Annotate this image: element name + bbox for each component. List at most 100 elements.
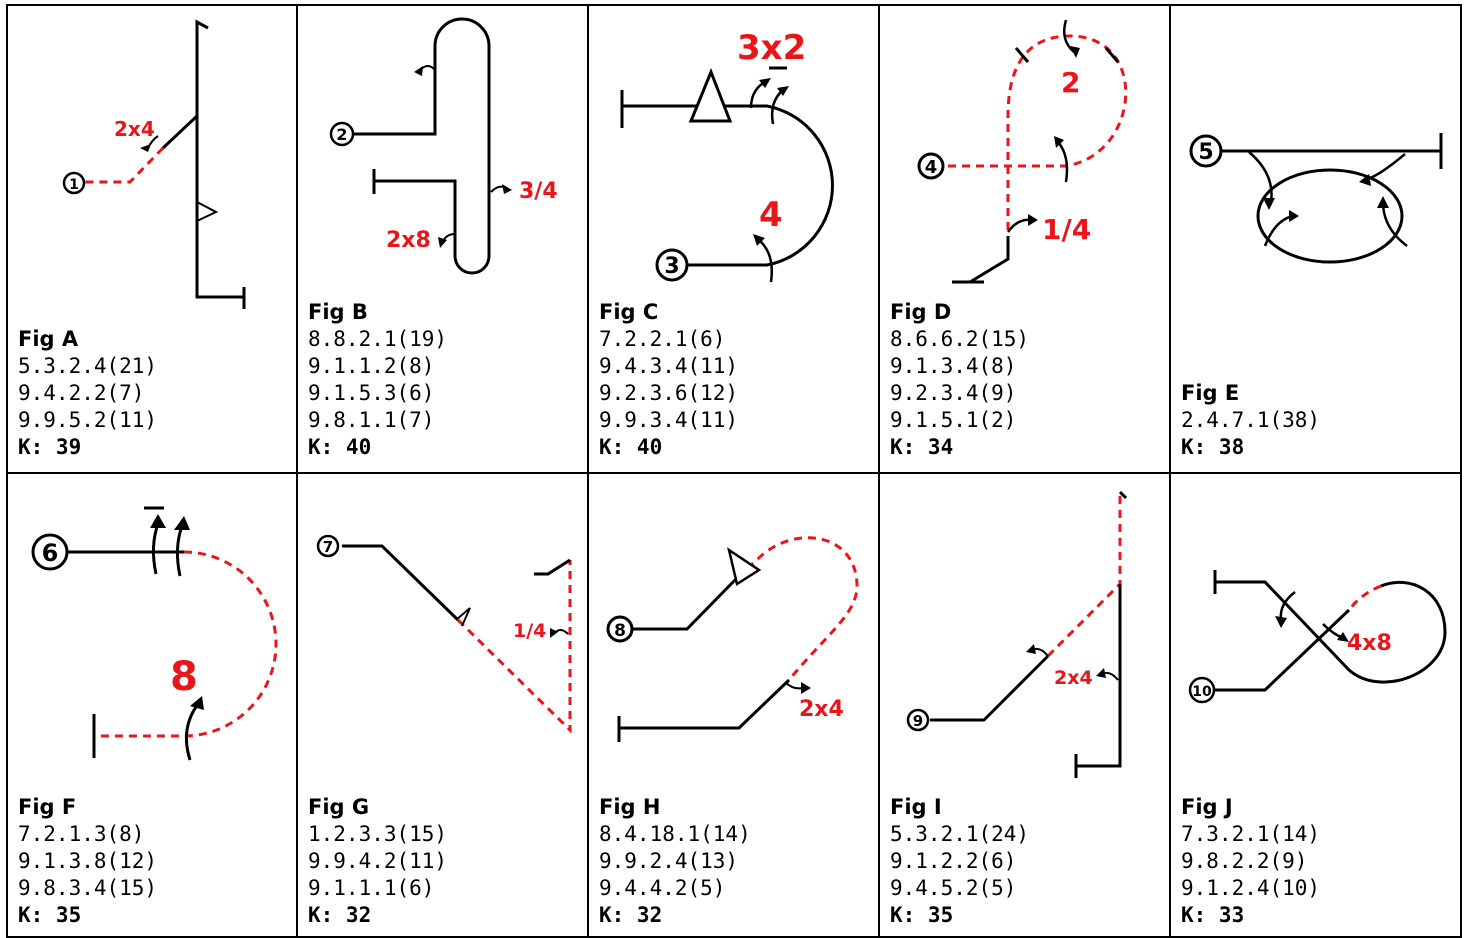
fig-d-number-badge: 4 — [917, 152, 945, 180]
fig-d-panel: 4 2 1/4 Fig D 8.6.6.2(15) 9.1.3.4(8) 9.2… — [878, 4, 1171, 474]
fig-c-label-1: 3x2 — [737, 28, 806, 68]
fig-g-title: Fig G — [308, 795, 370, 819]
fig-e-arrow-icon-1 — [1248, 151, 1273, 203]
fig-g-flag-icon — [455, 607, 471, 627]
fig-i-tick — [1118, 490, 1128, 500]
fig-d-code-4: 9.1.5.1(2) — [890, 408, 1017, 432]
svg-text:9: 9 — [913, 712, 923, 730]
fig-g-dashed-path — [456, 560, 572, 734]
fig-a-main-line — [195, 19, 244, 299]
fig-b-code-3: 9.1.5.3(6) — [308, 381, 435, 405]
fig-j-dashed-path — [1347, 584, 1382, 611]
fig-d-arrow-icon-2 — [1057, 141, 1069, 183]
svg-text:1: 1 — [69, 177, 79, 193]
fig-g-main-line — [342, 544, 460, 622]
fig-d-code-2: 9.1.3.4(8) — [890, 354, 1017, 378]
fig-i-code-2: 9.1.2.2(6) — [890, 849, 1017, 873]
fig-b-k-value: K: 40 — [308, 435, 372, 459]
fig-f-number-badge: 6 — [31, 533, 69, 571]
fig-g-caption: Fig G 1.2.3.3(15) 9.9.4.2(11) 9.1.1.1(6)… — [308, 794, 447, 929]
fig-c-title: Fig C — [599, 300, 659, 324]
fig-b-code-1: 8.8.2.1(19) — [308, 327, 448, 351]
fig-h-exit-line — [619, 678, 791, 730]
fig-e-panel: 5 Fig E 2.4.7.1(38) K: 38 — [1169, 4, 1462, 474]
fig-a-flag-icon — [196, 201, 219, 222]
fig-e-k-value: K: 38 — [1181, 435, 1245, 459]
fig-b-code-2: 9.1.1.2(8) — [308, 354, 435, 378]
fig-b-main-line — [354, 17, 491, 275]
fig-h-k-value: K: 32 — [599, 903, 663, 927]
fig-c-arrow-icon-3 — [758, 239, 773, 283]
fig-a-panel: 1 2x4 Fig A 5.3.2.4(21) 9.4.2.2(7) 9.9.5… — [6, 4, 298, 474]
fig-g-panel: 7 1/4 Fig G 1.2.3.3(15) 9.9.4.2(11) 9.1.… — [296, 472, 589, 938]
fig-h-entry-line — [633, 576, 739, 631]
fig-i-dashed-path — [1046, 492, 1122, 658]
fig-e-title: Fig E — [1181, 381, 1240, 405]
fig-c-k-value: K: 40 — [599, 435, 663, 459]
fig-a-code-2: 9.4.2.2(7) — [18, 381, 145, 405]
fig-a-title: Fig A — [18, 327, 79, 351]
fig-e-diagram: 5 — [1189, 133, 1443, 264]
fig-a-entry-line — [161, 114, 199, 150]
fig-f-dashed-path — [94, 550, 278, 738]
fig-i-diagram: 9 2x4 — [906, 490, 1128, 778]
fig-b-code-4: 9.8.1.1(7) — [308, 408, 435, 432]
fig-c-panel: 3 3x2 4 Fig C 7.2.2.1(6) 9.4.3.4(11) 9.2… — [587, 4, 880, 474]
svg-text:3: 3 — [664, 254, 679, 279]
svg-text:5: 5 — [1198, 140, 1213, 165]
fig-i-entry-line — [930, 654, 1050, 722]
fig-g-k-value: K: 32 — [308, 903, 372, 927]
fig-g-exit-line — [534, 558, 571, 576]
fig-g-code-2: 9.9.4.2(11) — [308, 849, 448, 873]
fig-f-code-1: 7.2.1.3(8) — [18, 822, 145, 846]
fig-d-label-1: 2 — [1061, 66, 1080, 99]
fig-f-title: Fig F — [18, 795, 77, 819]
fig-f-arrow-icon-1 — [151, 523, 160, 575]
fig-d-label-2: 1/4 — [1042, 213, 1091, 246]
fig-d-caption: Fig D 8.6.6.2(15) 9.1.3.4(8) 9.2.3.4(9) … — [890, 299, 1029, 461]
fig-d-tick-2 — [1104, 47, 1120, 63]
fig-j-number-badge: 10 — [1188, 676, 1216, 704]
fig-j-code-1: 7.3.2.1(14) — [1181, 822, 1321, 846]
fig-d-title: Fig D — [890, 300, 952, 324]
svg-text:7: 7 — [323, 538, 333, 556]
fig-a-dashed-path — [84, 146, 165, 184]
fig-c-code-3: 9.2.3.6(12) — [599, 381, 739, 405]
fig-a-diagram: 1 2x4 — [62, 19, 246, 309]
fig-g-code-3: 9.1.1.1(6) — [308, 876, 435, 900]
svg-text:4: 4 — [925, 157, 938, 178]
fig-c-triangle-icon — [688, 67, 733, 123]
fig-d-arrow-icon-1 — [1063, 19, 1075, 53]
fig-g-label-1: 1/4 — [513, 620, 546, 642]
fig-b-label-2: 2x8 — [386, 228, 431, 253]
fig-g-code-1: 1.2.3.3(15) — [308, 822, 448, 846]
fig-i-panel: 9 2x4 Fig I 5.3.2.1(24) 9.1.2.2(6) 9.4.5… — [878, 472, 1171, 938]
fig-j-exit-line — [1215, 608, 1351, 692]
fig-i-k-value: K: 35 — [890, 903, 954, 927]
fig-f-caption: Fig F 7.2.1.3(8) 9.1.3.8(12) 9.8.3.4(15)… — [18, 794, 157, 929]
fig-a-number-badge: 1 — [62, 171, 86, 195]
svg-text:8: 8 — [614, 621, 626, 641]
fig-e-arrow-icon-4 — [1381, 201, 1408, 247]
fig-h-diagram: 8 2x4 — [606, 536, 859, 742]
fig-c-number-badge: 3 — [655, 248, 689, 282]
fig-b-diagram: 2 3/4 2x8 — [329, 17, 558, 275]
fig-e-code-1: 2.4.7.1(38) — [1181, 408, 1321, 432]
fig-h-triangle-icon — [727, 547, 762, 586]
fig-f-code-3: 9.8.3.4(15) — [18, 876, 158, 900]
fig-a-k-value: K: 39 — [18, 435, 82, 459]
fig-i-number-badge: 9 — [906, 708, 930, 732]
fig-b-number-badge: 2 — [329, 121, 355, 147]
fig-e-caption: Fig E 2.4.7.1(38) K: 38 — [1181, 380, 1320, 461]
fig-d-dashed-path — [948, 34, 1128, 236]
fig-i-caption: Fig I 5.3.2.1(24) 9.1.2.2(6) 9.4.5.2(5) … — [890, 794, 1029, 929]
svg-text:2: 2 — [336, 125, 347, 144]
fig-i-code-3: 9.4.5.2(5) — [890, 876, 1017, 900]
fig-c-caption: Fig C 7.2.2.1(6) 9.4.3.4(11) 9.2.3.6(12)… — [599, 299, 738, 461]
fig-h-code-1: 8.4.18.1(14) — [599, 822, 751, 846]
fig-c-label-2: 4 — [759, 195, 783, 235]
fig-c-code-4: 9.9.3.4(11) — [599, 408, 739, 432]
fig-c-arrow-icon-1 — [749, 80, 766, 109]
fig-c-code-2: 9.4.3.4(11) — [599, 354, 739, 378]
